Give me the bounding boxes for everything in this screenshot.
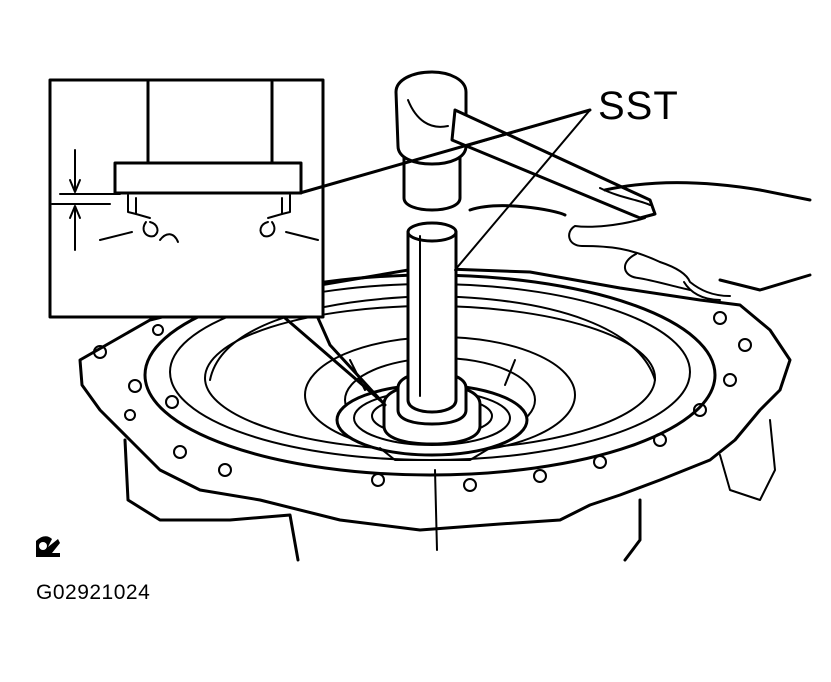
seal-installer-sst bbox=[382, 221, 482, 446]
hand bbox=[468, 181, 812, 301]
figure-code: G02921024 bbox=[36, 581, 151, 604]
sst-label: SST bbox=[598, 84, 679, 128]
seal-packing-icon bbox=[34, 533, 62, 559]
detail-inset bbox=[48, 78, 592, 407]
